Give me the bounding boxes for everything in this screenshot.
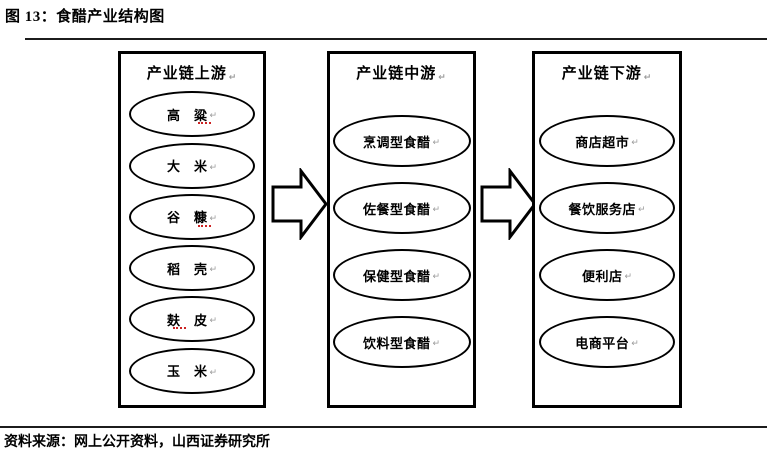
node-convenience-stores: 便利店↵: [539, 249, 675, 301]
node-health-vinegar: 保健型食醋↵: [332, 249, 471, 301]
node-label: 玉 米: [166, 364, 208, 380]
paragraph-mark: ↵: [209, 367, 218, 378]
right-arrow-icon: [480, 168, 537, 240]
midstream-items: 烹调型食醋↵ 佐餐型食醋↵ 保健型食醋↵ 饮料型食醋↵: [330, 84, 473, 405]
node-label: 电商平台: [575, 335, 630, 351]
midstream-header-label: 产业链中游: [356, 66, 437, 82]
downstream-items: 商店超市↵ 餐饮服务店↵ 便利店↵ 电商平台↵: [535, 84, 679, 405]
node-rice: 大 米↵: [129, 142, 255, 189]
node-corn: 玉 米↵: [129, 347, 255, 394]
node-label: 高 粱: [166, 107, 208, 123]
node-label: 麸 皮: [166, 312, 208, 328]
paragraph-mark: ↵: [637, 205, 646, 215]
spellcheck-squiggle: [198, 222, 211, 227]
node-table-vinegar: 佐餐型食醋↵: [332, 182, 471, 234]
figure-title: 图 13：食醋产业结构图: [5, 9, 165, 25]
downstream-box: 产业链下游↵ 商店超市↵ 餐饮服务店↵ 便利店↵ 电商平台↵: [532, 51, 682, 408]
paragraph-mark: ↵: [631, 138, 639, 148]
node-label: 饮料型食醋: [362, 335, 431, 351]
paragraph-mark: ↵: [209, 111, 218, 122]
paragraph-mark: ↵: [209, 316, 218, 327]
paragraph-mark: ↵: [209, 162, 218, 173]
right-arrow-icon: [271, 168, 328, 240]
node-label: 佐餐型食醋: [362, 201, 431, 217]
node-catering-service-stores: 餐饮服务店↵: [539, 182, 675, 234]
paragraph-mark: ↵: [432, 272, 441, 282]
node-stores-supermarkets: 商店超市↵: [539, 115, 675, 167]
node-label: 商店超市: [575, 134, 630, 150]
downstream-header: 产业链下游↵: [535, 54, 679, 84]
node-label: 大 米: [166, 159, 208, 175]
spellcheck-squiggle: [173, 324, 186, 330]
node-label: 餐饮服务店: [568, 201, 636, 217]
upstream-header-label: 产业链上游: [146, 66, 227, 82]
paragraph-mark: ↵: [624, 272, 633, 282]
upstream-header: 产业链上游↵: [121, 54, 263, 84]
title-divider-line: [25, 38, 767, 40]
node-label: 便利店: [581, 268, 623, 284]
paragraph-mark: ↵: [438, 73, 447, 83]
paragraph-mark: ↵: [209, 265, 218, 276]
paragraph-mark: ↵: [209, 213, 218, 224]
upstream-items: 高 粱↵ 大 米↵ 谷 糠↵ 稻 壳↵ 麸 皮↵ 玉 米↵: [121, 84, 263, 405]
node-sorghum: 高 粱↵: [129, 91, 255, 138]
paragraph-mark: ↵: [643, 73, 653, 83]
paragraph-mark: ↵: [631, 339, 639, 349]
downstream-header-label: 产业链下游: [561, 66, 642, 82]
paragraph-mark: ↵: [432, 205, 441, 215]
node-label: 烹调型食醋: [362, 134, 431, 150]
node-wheat-bran: 麸 皮↵: [129, 296, 255, 343]
spellcheck-squiggle: [198, 119, 211, 125]
paragraph-mark: ↵: [432, 339, 441, 349]
source-note: 资料来源：网上公开资料，山西证券研究所: [4, 435, 270, 450]
paragraph-mark: ↵: [228, 73, 238, 83]
node-label: 稻 壳: [166, 261, 208, 277]
node-label: 谷 糠: [166, 210, 208, 226]
midstream-box: 产业链中游↵ 烹调型食醋↵ 佐餐型食醋↵ 保健型食醋↵ 饮料型食醋↵: [327, 51, 476, 408]
source-divider-line: [0, 426, 767, 428]
midstream-header: 产业链中游↵: [330, 54, 473, 84]
node-beverage-vinegar: 饮料型食醋↵: [332, 316, 471, 368]
node-ecommerce-platform: 电商平台↵: [539, 316, 675, 368]
upstream-box: 产业链上游↵ 高 粱↵ 大 米↵ 谷 糠↵ 稻 壳↵ 麸 皮↵ 玉 米↵: [118, 51, 266, 408]
node-rice-husk: 稻 壳↵: [129, 245, 255, 292]
node-grain-chaff: 谷 糠↵: [129, 193, 255, 240]
node-label: 保健型食醋: [362, 268, 431, 284]
node-cooking-vinegar: 烹调型食醋↵: [332, 115, 471, 167]
paragraph-mark: ↵: [432, 138, 441, 148]
